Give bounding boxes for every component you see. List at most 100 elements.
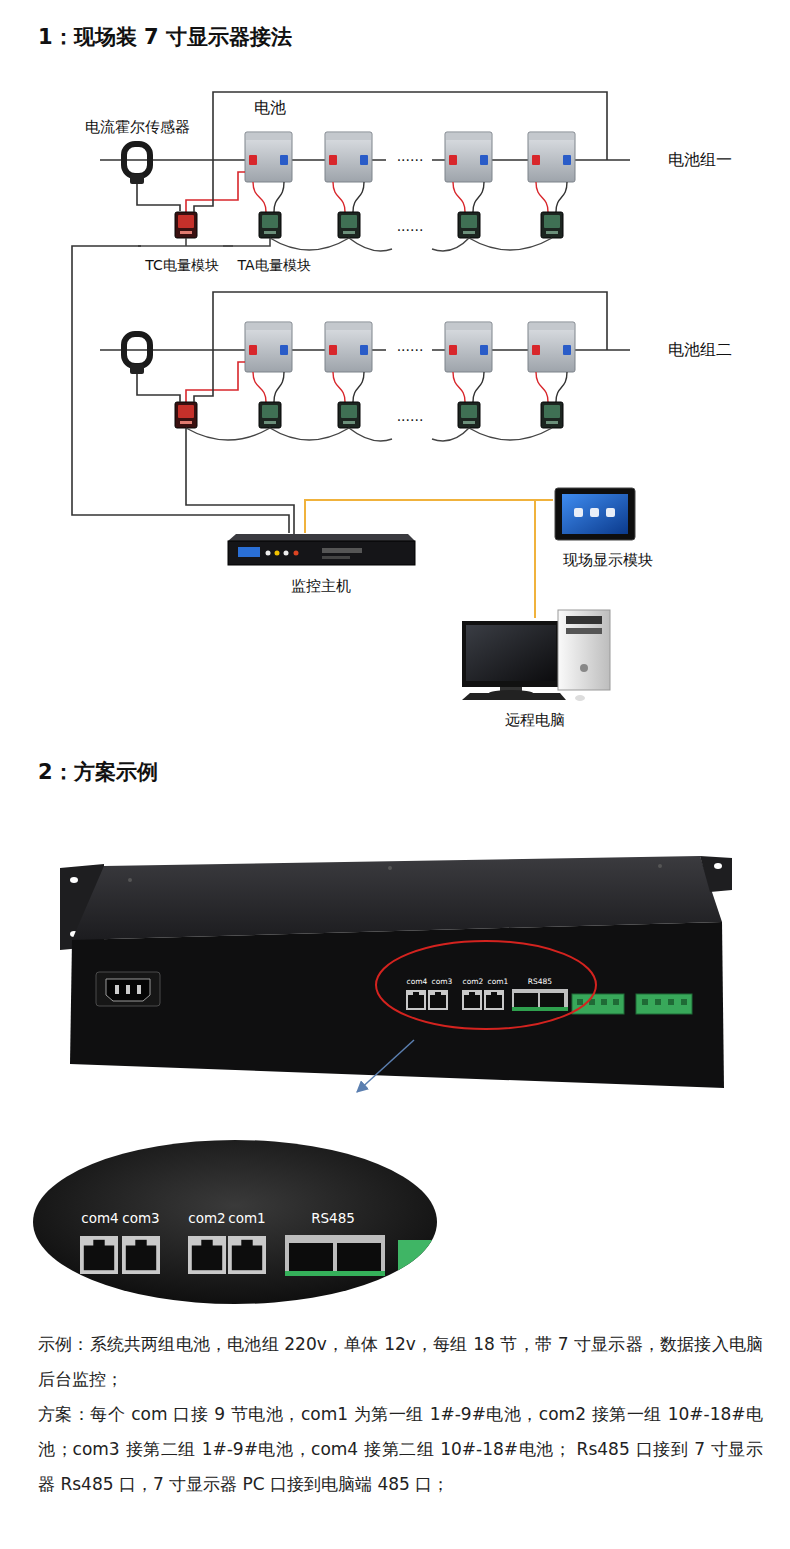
wire-connector <box>223 245 233 247</box>
rack-device-photo <box>577 999 583 1005</box>
annotation: RS485 <box>528 977 552 986</box>
remote-computer-icon <box>466 625 556 681</box>
zoom-detail <box>33 1140 458 1304</box>
rack-device-photo <box>636 994 692 1014</box>
rack-device-photo <box>642 999 648 1005</box>
node-text-box: TC电量模块 <box>141 256 223 275</box>
device-node: TA电量模块 <box>233 211 315 275</box>
zoom-detail <box>33 1140 437 1304</box>
display-module-icon <box>555 488 635 540</box>
annotation: 2：方案示例 <box>38 760 158 785</box>
annotation: RS485 <box>311 1210 355 1226</box>
display-module-icon <box>574 508 583 517</box>
rack-device-photo <box>514 993 538 1007</box>
annotation: com1 <box>228 1210 265 1226</box>
rack-device-photo <box>388 866 392 870</box>
node-label: TA电量模块 <box>237 256 310 275</box>
rack-device-photo <box>540 993 564 1007</box>
zoom-detail <box>398 1240 458 1280</box>
rack-device-photo <box>714 863 722 869</box>
monitor-host-icon <box>228 541 415 565</box>
monitor-host-icon <box>266 551 271 556</box>
group-two-wires <box>194 292 607 402</box>
rack-device-photo <box>126 985 130 994</box>
rack-device-photo <box>572 994 624 1014</box>
wire-connector <box>305 500 553 533</box>
highlight-ellipse <box>376 941 596 1029</box>
annotation: 电池 <box>254 98 286 117</box>
zoom-arrow <box>357 1040 414 1092</box>
group-two-wires <box>137 292 607 534</box>
zoom-detail <box>80 1235 458 1280</box>
monitor-host-icon <box>228 534 415 541</box>
display-module-icon <box>590 508 599 517</box>
display-module-icon <box>562 494 628 534</box>
group-one-wires <box>137 92 607 246</box>
node-label: 电流霍尔传感器 <box>85 118 190 137</box>
device-node: 监控主机 <box>226 533 416 596</box>
rack-device-photo <box>70 922 724 1088</box>
node-label: TC电量模块 <box>145 256 219 275</box>
annotation: ...... <box>397 148 424 165</box>
annotation: com4 <box>81 1210 118 1226</box>
rack-device-photo <box>601 999 607 1005</box>
rack-device-photo <box>655 999 661 1005</box>
device-node: 远程电脑 <box>458 618 612 730</box>
annotation: 电池组二 <box>668 340 732 359</box>
rack-device-photo <box>406 990 426 1010</box>
monitor-host-icon <box>322 548 362 553</box>
zoom-detail <box>80 1236 118 1274</box>
wire-connector <box>72 246 289 533</box>
rack-device-photo <box>96 972 160 1006</box>
rack-device-photo <box>106 979 150 1001</box>
rack-device-photo <box>137 985 141 994</box>
monitor-host-icon <box>228 534 415 565</box>
zoom-detail <box>289 1243 333 1271</box>
rack-device-photo <box>484 990 504 1010</box>
zoom-detail <box>337 1243 381 1271</box>
diagram-title: 1：现场装 7 寸显示器接法 <box>38 25 292 50</box>
annotation: com3 <box>432 977 453 986</box>
remote-computer-icon <box>462 693 566 700</box>
annotation: 示例：系统共两组电池，电池组 220v，单体 12v，每组 18 节，带 7 寸… <box>38 1327 763 1397</box>
rack-device-photo <box>681 999 687 1005</box>
node-text-box: 电流霍尔传感器 <box>81 118 194 137</box>
remote-computer-icon <box>575 695 585 701</box>
display-module-icon <box>606 508 615 517</box>
wire-connector <box>305 500 535 618</box>
group-one-wires <box>138 238 270 246</box>
group-two-wires <box>186 428 270 440</box>
node-text-box: 现场显示模块 <box>553 551 663 570</box>
rack-device-photo <box>462 990 482 1010</box>
battery-group-one <box>100 132 630 251</box>
node-text-box: 监控主机 <box>226 577 416 596</box>
rack-device-photo <box>613 999 619 1005</box>
rack-device-photo <box>70 877 78 883</box>
rack-device-photo <box>700 856 732 892</box>
node-label: 远程电脑 <box>505 711 565 730</box>
rack-device-photo <box>60 856 732 1088</box>
zoom-detail <box>285 1235 385 1275</box>
annotation: com2 <box>463 977 484 986</box>
remote-computer-icon <box>462 621 560 687</box>
rack-device-photo <box>428 990 448 1010</box>
zoom-detail <box>285 1271 385 1276</box>
monitor-host-icon <box>284 551 289 556</box>
annotation: ...... <box>397 338 424 355</box>
display-module-icon <box>555 488 635 540</box>
annotation: com3 <box>122 1210 159 1226</box>
node-label: 监控主机 <box>291 577 351 596</box>
annotation: ...... <box>397 218 424 235</box>
remote-computer-icon <box>558 610 610 690</box>
node-label: 现场显示模块 <box>563 551 653 570</box>
battery-group-two <box>100 322 630 441</box>
monitor-host-icon <box>238 547 260 557</box>
remote-computer-icon <box>566 616 602 624</box>
rack-device-photo <box>115 985 119 994</box>
annotation: ...... <box>397 408 424 425</box>
remote-computer-icon <box>566 628 602 634</box>
device-node: 电流霍尔传感器 <box>81 118 194 188</box>
rack-device-photo <box>668 999 674 1005</box>
annotation: 电池组一 <box>668 150 732 169</box>
